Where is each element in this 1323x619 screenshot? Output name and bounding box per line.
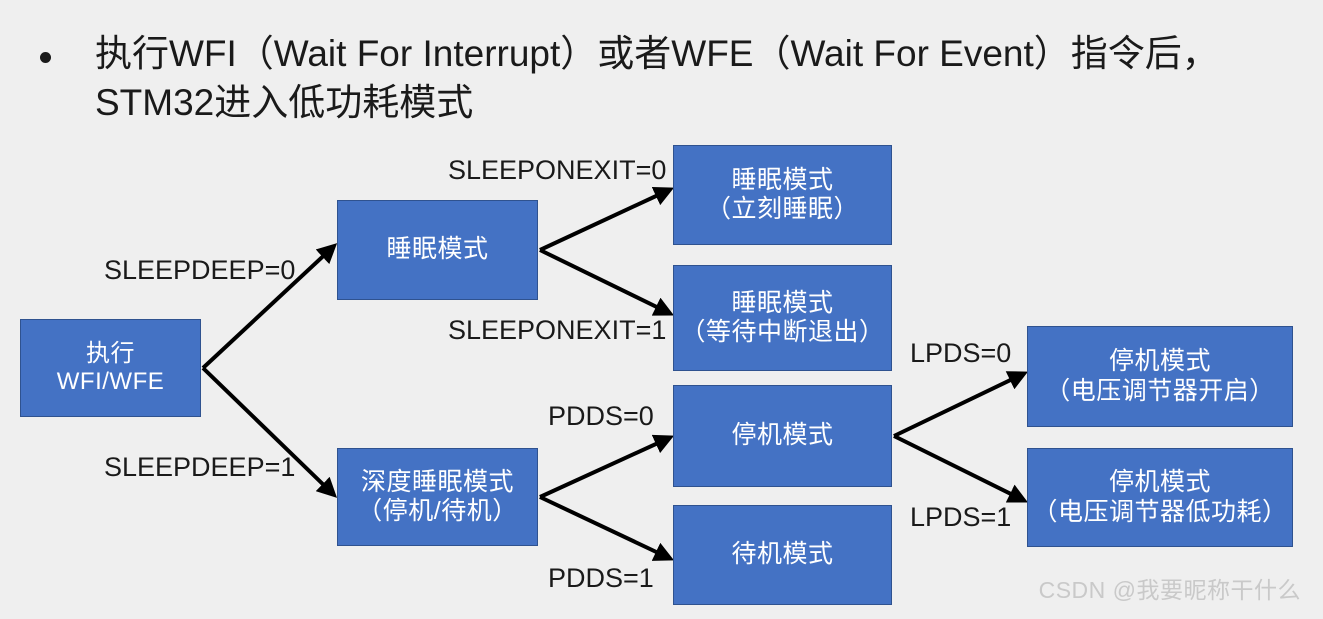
edge-label-pdds-0: PDDS=0 — [548, 401, 654, 431]
arrow-stop-to-reg-on — [893, 371, 1029, 438]
node-stop-reg-on: 停机模式（电压调节器开启） — [1027, 326, 1293, 427]
node-label-primary: 待机模式 — [731, 540, 834, 569]
node-label-secondary: （电压调节器低功耗） — [1032, 497, 1288, 526]
node-label-secondary: （立刻睡眠） — [705, 195, 859, 223]
node-label-primary: 睡眠模式 — [386, 235, 489, 264]
node-sleep-immediate: 睡眠模式（立刻睡眠） — [673, 145, 892, 245]
edge-label-sleeponexit-1: SLEEPONEXIT=1 — [448, 315, 667, 345]
edge-label-lpds-1: LPDS=1 — [910, 502, 1012, 532]
node-sleep-on-exit: 睡眠模式（等待中断退出） — [673, 265, 892, 371]
node-label-primary: 睡眠模式 — [731, 165, 834, 194]
csdn-watermark: CSDN @我要昵称干什么 — [1038, 577, 1301, 603]
arrow-sleep-to-immediate — [539, 187, 675, 252]
bullet-dot-icon — [40, 52, 51, 63]
node-label-secondary: （停机/待机） — [357, 497, 518, 525]
edge-label-sleepdeep-1: SLEEPDEEP=1 — [104, 452, 296, 482]
node-label-primary: 停机模式 — [731, 421, 834, 450]
edge-label-sleeponexit-0: SLEEPONEXIT=0 — [448, 155, 667, 185]
node-label-primary: 执行 — [86, 339, 135, 367]
node-label-primary: 深度睡眠模式 — [360, 467, 514, 496]
node-deepsleep: 深度睡眠模式（停机/待机） — [337, 448, 538, 546]
arrow-deepsleep-to-standby — [539, 495, 675, 561]
arrow-deepsleep-to-stop — [539, 434, 675, 499]
node-label-primary: 睡眠模式 — [731, 288, 834, 317]
node-label-primary: 停机模式 — [1108, 468, 1211, 496]
bullet-paragraph: 执行WFI（Wait For Interrupt）或者WFE（Wait For … — [40, 30, 1310, 128]
node-label-primary: 停机模式 — [1108, 347, 1211, 375]
node-label-secondary: （电压调节器开启） — [1045, 376, 1275, 405]
node-stop-mode: 停机模式 — [673, 385, 892, 487]
arrow-sleep-to-on-exit — [539, 248, 675, 316]
edge-label-lpds-0: LPDS=0 — [910, 338, 1012, 368]
bullet-text: 执行WFI（Wait For Interrupt）或者WFE（Wait For … — [95, 33, 1219, 123]
node-sleep: 睡眠模式 — [337, 200, 538, 300]
node-label-secondary: WFI/WFE — [56, 368, 165, 395]
edge-label-pdds-1: PDDS=1 — [548, 563, 654, 593]
edge-label-sleepdeep-0: SLEEPDEEP=0 — [104, 255, 296, 285]
node-stop-reg-lp: 停机模式（电压调节器低功耗） — [1027, 448, 1293, 547]
arrow-stop-to-reg-lp — [893, 434, 1029, 503]
node-label-secondary: （等待中断退出） — [680, 318, 885, 346]
node-standby-mode: 待机模式 — [673, 505, 892, 605]
